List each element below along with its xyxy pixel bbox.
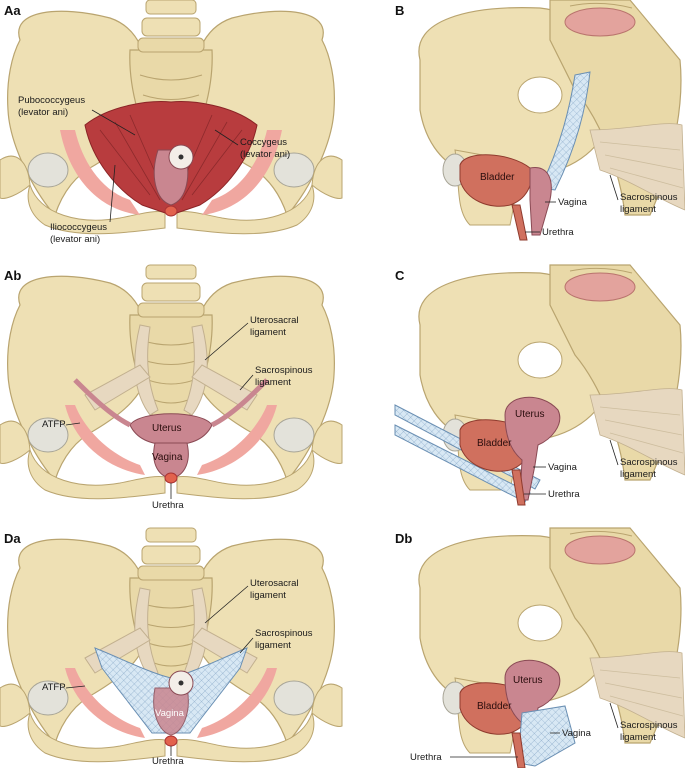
panel-label-da: Da	[4, 531, 21, 546]
sacrospinous-sublabel: ligament	[620, 469, 656, 480]
sacrospinous-label: Sacrospinous	[620, 720, 678, 731]
panel-label-c: C	[395, 268, 405, 283]
bladder-label: Bladder	[477, 701, 512, 712]
sacrospinous-label: Sacrospinous	[255, 365, 313, 376]
panel-label-db: Db	[395, 531, 412, 546]
uterosacral-sublabel: ligament	[250, 327, 286, 338]
urethra-label: Urethra	[152, 756, 184, 767]
iliococcygeus-label: Iliococcygeus	[50, 222, 107, 233]
uterosacral-sublabel: ligament	[250, 590, 286, 601]
iliococcygeus-sublabel: (levator ani)	[50, 234, 100, 245]
uterosacral-label: Uterosacral	[250, 315, 299, 326]
vagina-label: Vagina	[562, 728, 592, 739]
sacrospinous-sublabel: ligament	[255, 640, 291, 651]
urethra-label: Urethra	[548, 489, 580, 500]
sacrospinous-sublabel: ligament	[255, 377, 291, 388]
bladder-label: Bladder	[477, 438, 512, 449]
panel-c: C Uterus Bladder Vagina Urethra Sacrospi…	[394, 264, 685, 506]
vagina-label: Vagina	[152, 452, 183, 463]
sacrospinous-label: Sacrospinous	[620, 457, 678, 468]
urethra-label: Urethra	[542, 227, 574, 238]
uterus-label: Uterus	[152, 423, 181, 434]
uterus-label: Uterus	[515, 409, 544, 420]
uterosacral-label: Uterosacral	[250, 578, 299, 589]
coccygeus-label: Coccygeus	[240, 137, 287, 148]
panel-b: B Bladder Vagina Urethra Sacrospinous li…	[395, 0, 685, 241]
panel-label-aa: Aa	[4, 3, 21, 18]
atfp-label: ATFP	[42, 682, 66, 693]
sacrospinous-sublabel: ligament	[620, 732, 656, 743]
panel-label-ab: Ab	[4, 268, 21, 283]
sacrospinous-sublabel: ligament	[620, 204, 656, 215]
sacrospinous-label: Sacrospinous	[255, 628, 313, 639]
panel-db: Db Uterus Bladder Vagina Urethra Sacrosp…	[395, 527, 685, 768]
panel-aa: Aa Pubococcygeus (levator ani) Coccygeus…	[0, 0, 343, 245]
pubococcygeus-sublabel: (levator ani)	[18, 107, 68, 118]
panel-da: Da Uterosacral ligament Sacrospinous lig…	[0, 527, 343, 767]
bladder-label: Bladder	[480, 172, 515, 183]
pubococcygeus-label: Pubococcygeus	[18, 95, 85, 106]
urethra-label: Urethra	[410, 752, 442, 763]
panel-ab: Ab Uterosacral ligament Sacrospinous lig…	[0, 264, 343, 511]
vagina-label: Vagina	[558, 197, 588, 208]
urethra-label: Urethra	[152, 500, 184, 511]
uterus-label: Uterus	[513, 675, 542, 686]
sacrospinous-label: Sacrospinous	[620, 192, 678, 203]
panel-label-b: B	[395, 3, 404, 18]
coccygeus-sublabel: (levator ani)	[240, 149, 290, 160]
vagina-label: Vagina	[548, 462, 578, 473]
atfp-label: ATFP	[42, 419, 66, 430]
vagina-label: Vagina	[155, 708, 185, 719]
